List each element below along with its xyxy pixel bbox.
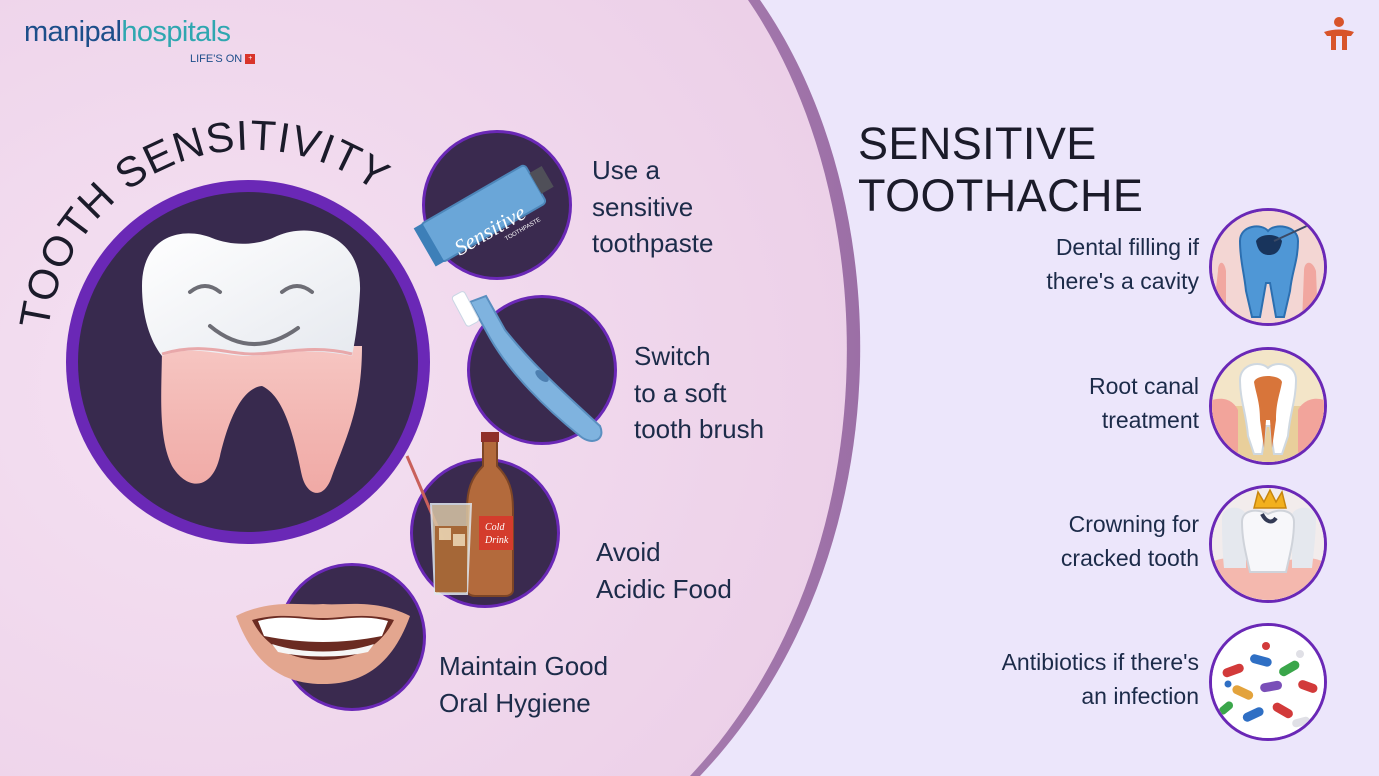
tip-3-text: Avoid Acidic Food: [596, 537, 732, 604]
tip-2-text: Switch to a soft tooth brush: [634, 341, 765, 444]
treatment-2-text: Root canal treatment: [1089, 373, 1199, 433]
treatment-1-text: Dental filling if there's a cavity: [1046, 234, 1199, 294]
tagline-mark: +: [245, 54, 256, 64]
tip-1-text: Use a sensitive toothpaste: [592, 155, 714, 258]
filling-icon: [1212, 211, 1324, 323]
brand-logo: manipalhospitals: [24, 16, 231, 49]
tagline-text: LIFE'S ON: [190, 53, 243, 65]
tooth-illustration: [66, 180, 430, 544]
toothbrush-icon: [451, 291, 603, 442]
treatment-filling-circle: [1209, 208, 1327, 326]
brand-emblem-icon: [1324, 17, 1354, 50]
smile-icon: [236, 603, 410, 684]
brand-tagline: LIFE'S ON +: [190, 53, 256, 65]
treatment-rootcanal-circle: [1209, 347, 1327, 465]
root-canal-icon: [1212, 350, 1324, 462]
treatment-crown-circle: [1209, 485, 1327, 603]
brand-name-part1: manipal: [24, 16, 122, 48]
crown-icon: [1212, 488, 1324, 600]
treatment-pills-circle: [1209, 623, 1327, 741]
treatment-3-text: Crowning for cracked tooth: [1060, 511, 1199, 571]
treatment-4-text: Antibiotics if there's an infection: [1001, 649, 1199, 709]
drink-label-1: Cold: [485, 522, 505, 533]
toothpaste-icon: Sensitive TOOTHPASTE: [413, 164, 554, 267]
right-title: SENSITIVE TOOTHACHE: [858, 118, 1144, 221]
pills-icon: [1212, 626, 1324, 738]
drink-label-2: Drink: [484, 535, 509, 546]
cold-drink-icon: Cold Drink: [405, 432, 514, 597]
brand-name-part2: hospitals: [121, 16, 231, 48]
tip-4-text: Maintain Good Oral Hygiene: [439, 651, 609, 718]
